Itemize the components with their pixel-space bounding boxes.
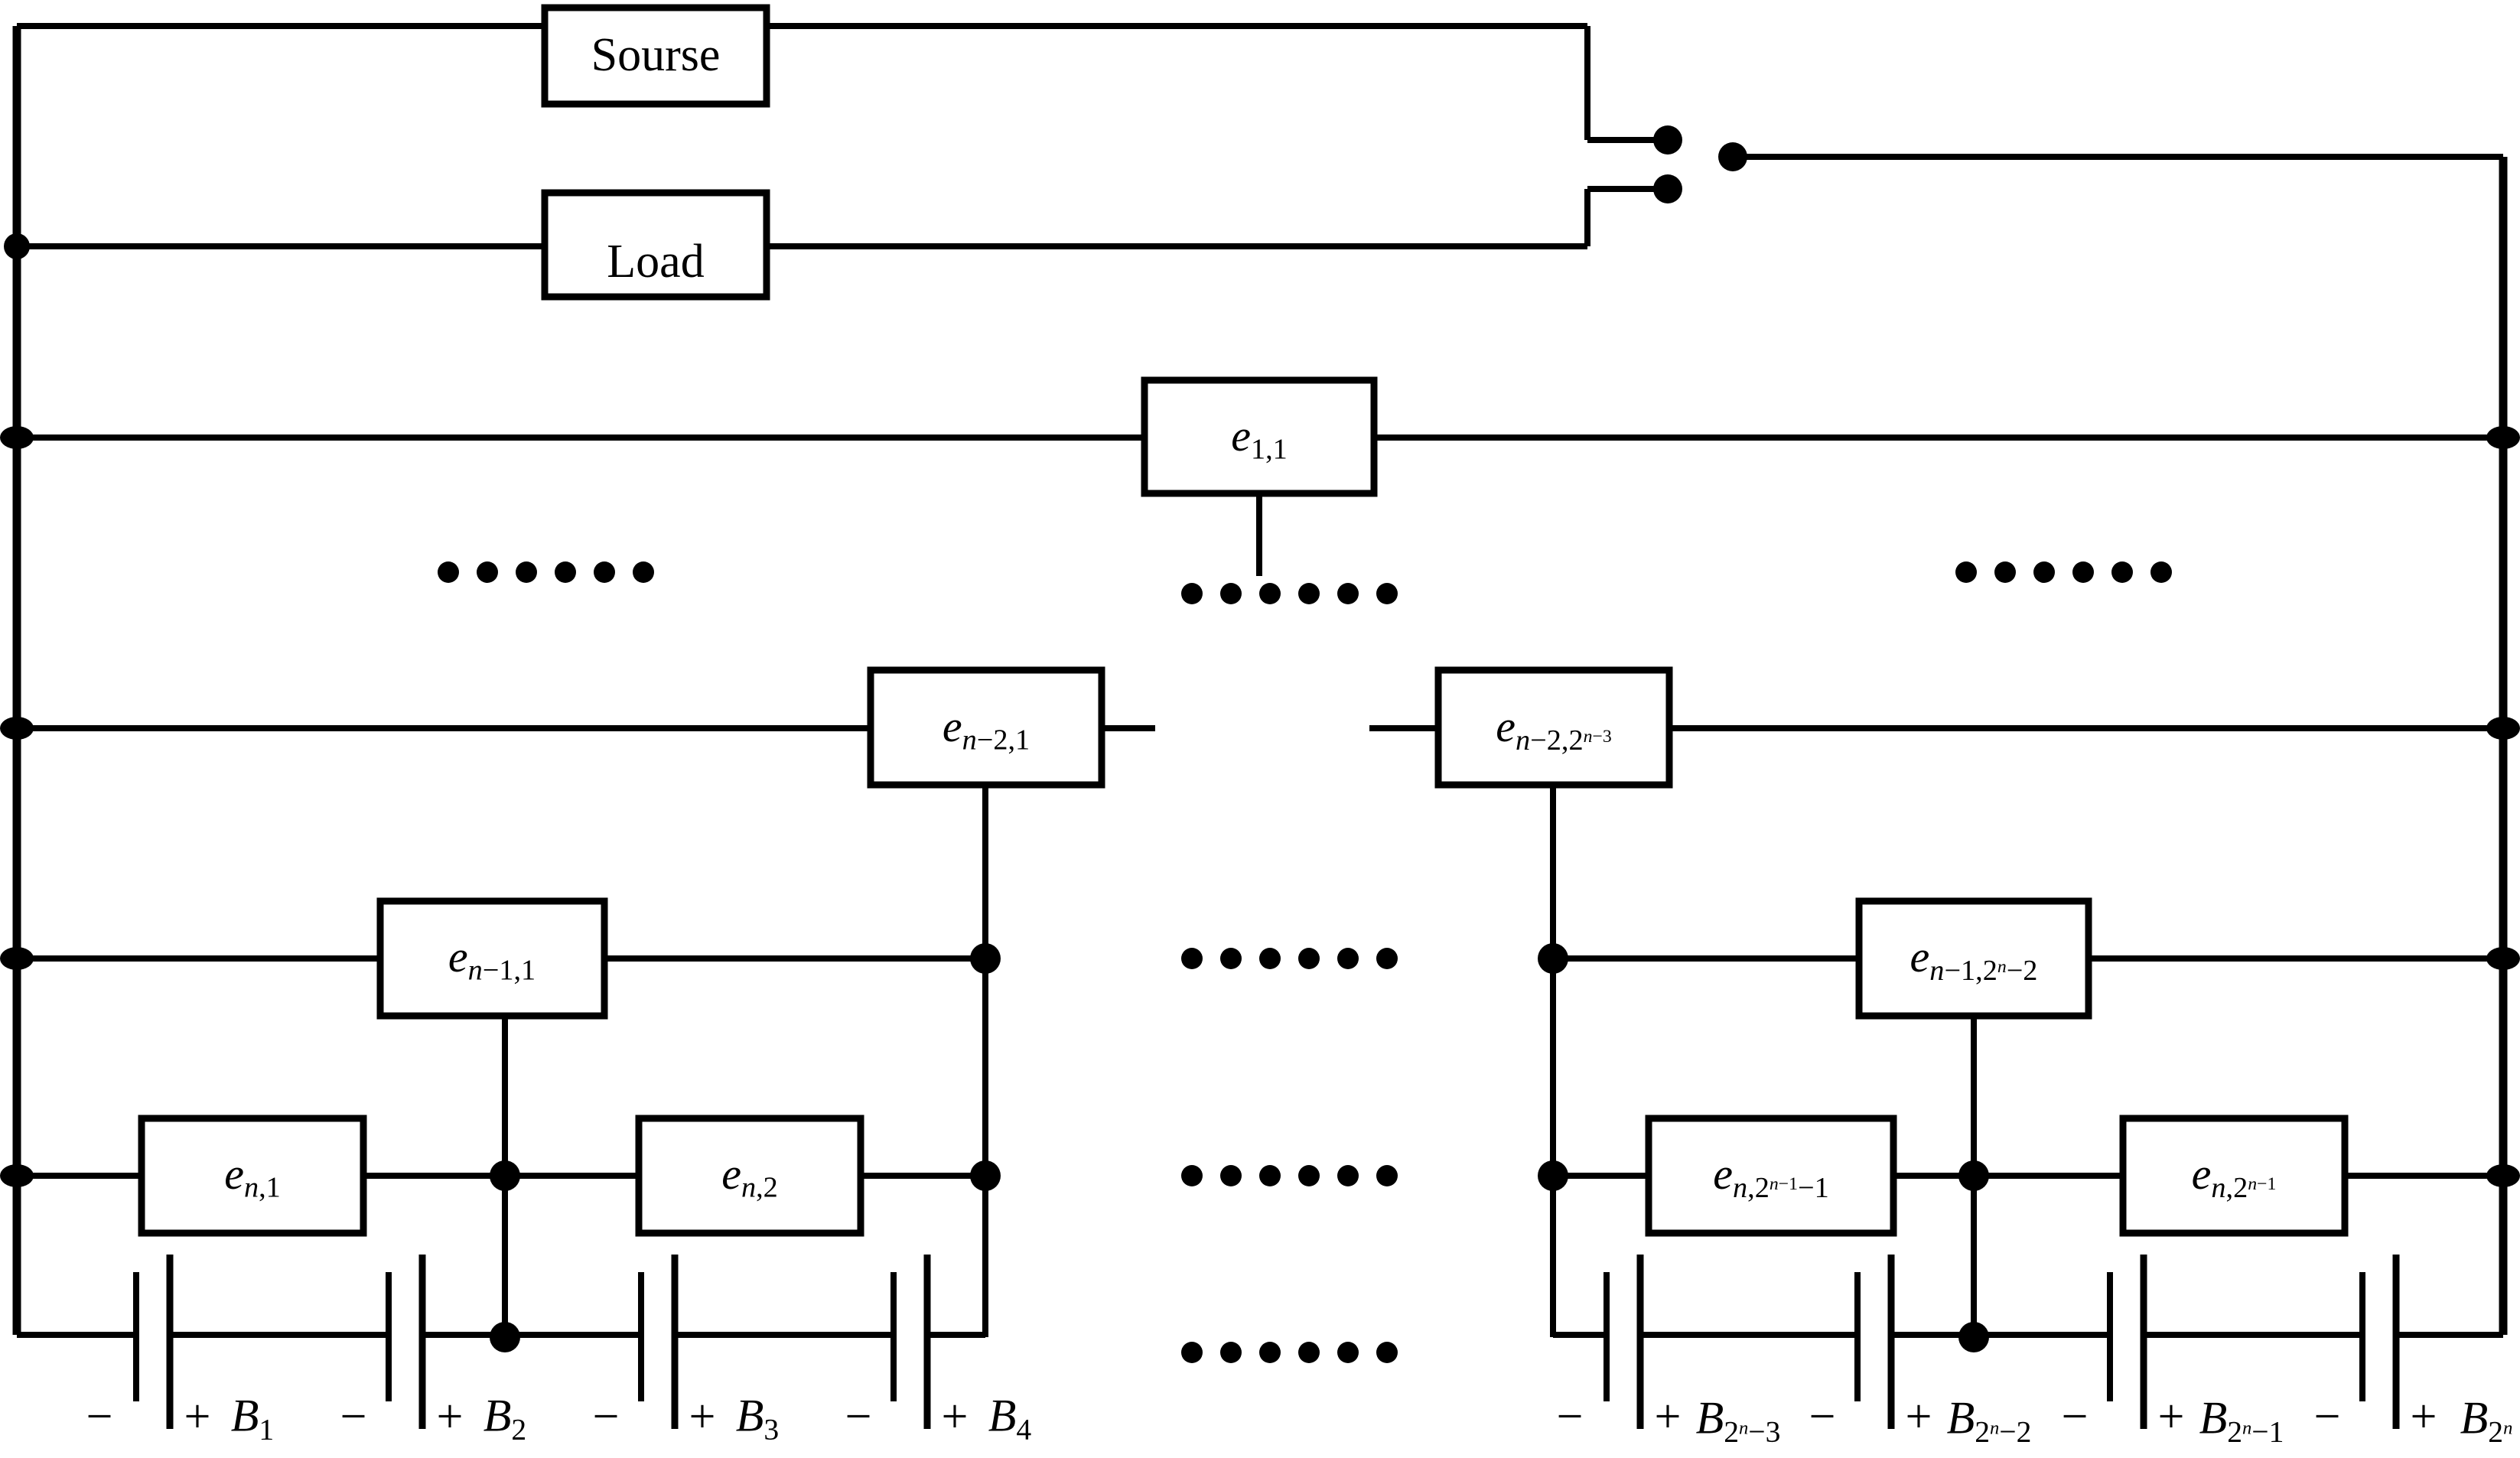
b2n2-plus-sign: + [1905,1391,1932,1443]
b4-plus-sign: + [941,1391,969,1443]
b4-minus-sign: − [845,1391,872,1443]
b2n1-name-label: B2n−1 [2199,1392,2284,1449]
ellipsis-row-en1-center [1181,948,1398,969]
b2-name-label: B2 [483,1390,527,1447]
left-bus-junction-load [4,233,30,259]
b2n-plus-sign: + [2410,1391,2437,1443]
en2-1-box-rect[interactable] [867,666,1105,789]
right-bus-junction-e11 [2486,426,2520,449]
en-r1-label: en,2n−1−1 [1713,1149,1829,1204]
b2n3-name-label: B2n−3 [1695,1392,1781,1449]
e11-box-rect[interactable] [1141,376,1378,497]
right-bus-junction-en2 [2486,717,2520,740]
left-bus-junction-en [0,1164,34,1187]
b3-plus-sign: + [689,1391,716,1443]
en1-1-label: en−1,1 [448,932,536,987]
b3-name-label: B3 [735,1390,780,1447]
e11-label: e1,1 [1231,411,1288,466]
left-bus-junction-en1 [0,947,34,970]
b2n-name-label: B2n [2460,1392,2513,1449]
b2n2-minus-sign: − [1809,1391,1836,1443]
b2n1-minus-sign: − [2061,1391,2089,1443]
b1-plus-sign: + [184,1391,211,1443]
ellipsis-row-en-center [1181,1165,1398,1186]
b2-minus-sign: − [340,1391,367,1443]
en-r2-label: en,2n−1 [2191,1149,2277,1204]
switch-terminal-source-dot[interactable] [1653,125,1682,155]
en2-r-label: en−2,2n−3 [1496,701,1612,757]
en-r2-box-rect[interactable] [2119,1115,2349,1237]
en1-1-box-rect[interactable] [376,897,608,1020]
b2n-minus-sign: − [2313,1391,2341,1443]
ellipsis-row1-center [1181,583,1398,604]
en-2-box-rect[interactable] [635,1115,864,1237]
left-bus-junction-e11 [0,426,34,449]
source-box-rect[interactable] [541,4,770,108]
en-1-label: en,1 [224,1149,281,1204]
en1-r-label: en−1,2n−2 [1910,932,2038,987]
b2n3-plus-sign: + [1654,1391,1682,1443]
left-bus-junction-en2 [0,717,34,740]
en-1-box-rect[interactable] [138,1115,367,1237]
en-r1-box-rect[interactable] [1645,1115,1897,1237]
b2n2-name-label: B2n−2 [1946,1392,2032,1449]
b3-minus-sign: − [592,1391,620,1443]
ellipsis-row-battery-center [1181,1342,1398,1363]
en2-r-box-rect[interactable] [1434,666,1673,789]
en2-1-label: en−2,1 [942,701,1030,757]
b2-plus-sign: + [436,1391,464,1443]
load-box-label: Load [607,236,705,288]
right-bus-junction-en [2486,1164,2520,1187]
b2n1-plus-sign: + [2157,1391,2185,1443]
b2n3-minus-sign: − [1556,1391,1584,1443]
ellipsis-row1-left [438,561,654,583]
en-2-label: en,2 [721,1149,778,1204]
source-box-label: Sourse [591,29,721,81]
b1-minus-sign: − [86,1391,113,1443]
b1-name-label: B1 [230,1390,275,1447]
b4-name-label: B4 [988,1390,1032,1447]
right-bus-junction-en1 [2486,947,2520,970]
ellipsis-row1-right [1955,561,2172,583]
switch-terminal-load-dot[interactable] [1653,174,1682,203]
